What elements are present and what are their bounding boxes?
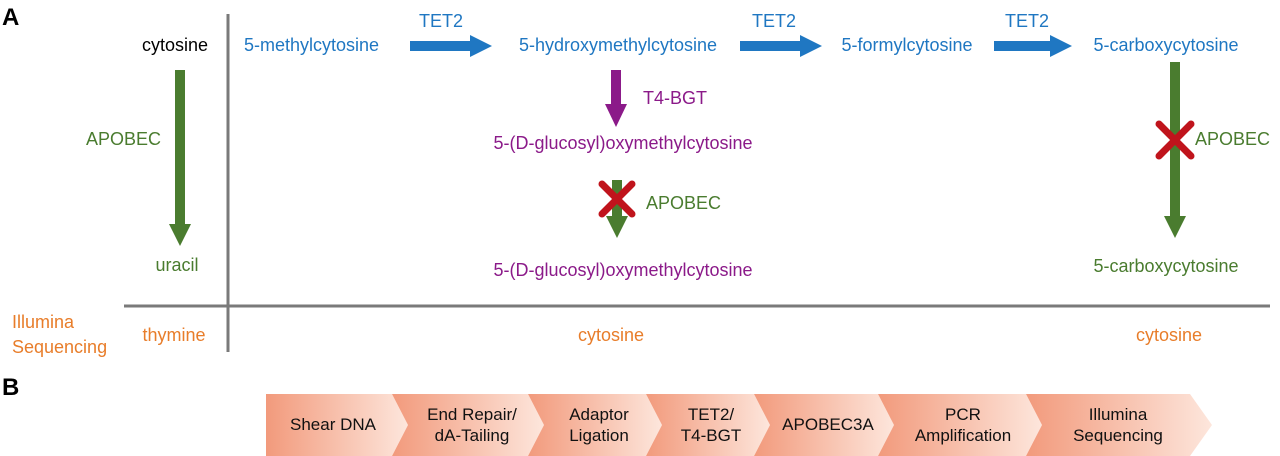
workflow-step-text: APOBEC3A [782, 415, 874, 435]
workflow-step-apobec3a: APOBEC3A [766, 394, 890, 456]
apobec-right-label: APOBEC [1195, 129, 1271, 149]
apobec-mid-label: APOBEC [646, 193, 722, 213]
workflow-step-text: End Repair/ [427, 404, 517, 424]
tet2-label-2: TET2 [752, 11, 797, 31]
apobec-left-label: APOBEC [86, 129, 162, 149]
workflow-step-text: Adaptor [569, 404, 629, 424]
hydroxymethylcytosine-label: 5-hydroxymethylcytosine [518, 35, 718, 55]
tet2-arrow-1 [410, 35, 492, 57]
workflow-chevron-4 [646, 394, 770, 456]
thymine-label: thymine [142, 325, 206, 345]
tet2-label-3: TET2 [1005, 11, 1050, 31]
workflow-step-text: Shear DNA [290, 415, 376, 435]
workflow-step-pcr-amplification: PCR Amplification [890, 394, 1036, 456]
sequencing-label: Sequencing [12, 337, 108, 357]
workflow-step-end-repair: End Repair/dA-Tailing [404, 394, 540, 456]
workflow-chevron-6 [878, 394, 1042, 456]
apobec-arrow-left [169, 70, 191, 246]
methylcytosine-label: 5-methylcytosine [244, 35, 380, 55]
workflow-step-text: Ligation [569, 426, 629, 445]
workflow-step-text: Sequencing [1073, 426, 1163, 445]
workflow-step-text: PCR [945, 404, 981, 424]
glucosyl-top-label: 5-(D-glucosyl)oxymethylcytosine [493, 133, 753, 153]
tet2-arrow-3 [994, 35, 1072, 57]
workflow-step-tet2-t4bgt: TET2/T4-BGT [658, 394, 764, 456]
workflow-step-text: dA-Tailing [434, 426, 510, 445]
tet2-label-1: TET2 [419, 11, 464, 31]
cytosine-label: cytosine [141, 35, 209, 55]
panel-a-label: A [2, 4, 20, 31]
tet2-arrow-2 [740, 35, 822, 57]
t4bgt-arrow [605, 70, 627, 127]
workflow-step-text: Amplification [914, 426, 1012, 445]
workflow-step-text: TET2/ [687, 404, 735, 424]
workflow-chevron-1 [266, 394, 408, 456]
workflow-step-text: T4-BGT [680, 426, 742, 445]
workflow-chevron-7 [1026, 394, 1212, 456]
cytosine-mid-sequence-label: cytosine [577, 325, 645, 345]
cytosine-right-sequence-label: cytosine [1135, 325, 1203, 345]
formylcytosine-label: 5-formylcytosine [841, 35, 973, 55]
carboxycytosine-top-label: 5-carboxycytosine [1093, 35, 1239, 55]
carboxycytosine-bottom-label: 5-carboxycytosine [1093, 256, 1239, 276]
panel-b-label: B [2, 374, 20, 401]
workflow-step-shear-dna: Shear DNA [266, 394, 400, 456]
glucosyl-bottom-label: 5-(D-glucosyl)oxymethylcytosine [493, 260, 753, 280]
workflow-step-text: Illumina [1088, 404, 1148, 424]
workflow-chevron-5 [754, 394, 894, 456]
workflow-chevron-2 [392, 394, 544, 456]
block-cross-right-icon [1155, 120, 1195, 160]
block-cross-mid-icon [598, 180, 636, 218]
workflow-chevron-3 [528, 394, 662, 456]
uracil-label: uracil [155, 255, 199, 275]
illumina-label: Illumina [12, 312, 75, 332]
t4bgt-label: T4-BGT [643, 88, 708, 108]
